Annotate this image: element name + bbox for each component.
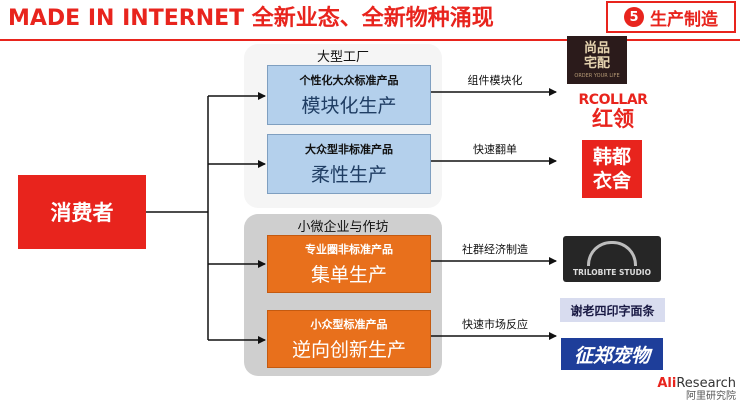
edge-label-aggregate: 社群经济制造 [462, 243, 528, 256]
node-aggregate-title: 集单生产 [310, 264, 387, 286]
consumer-node: 消费者 [18, 175, 146, 249]
logo1-tagline: ORDER YOUR LIFE [574, 73, 620, 79]
edge-label-flexible: 快速翻单 [473, 143, 517, 156]
trilobite-arc-icon [587, 241, 637, 266]
group-title-small-workshop: 小微企业与作坊 [297, 220, 389, 235]
logo-shangpin-zhaipei: 尚品宅配 ORDER YOUR LIFE [567, 36, 627, 84]
node-modular-production: 个性化大众标准产品 模块化生产 [267, 65, 431, 125]
edge-label-modular: 组件模块化 [467, 74, 523, 87]
logo2-chinese: 红领 [592, 107, 634, 131]
section-badge: 5 生产制造 [606, 1, 736, 33]
logo1-text: 尚品宅配 [583, 41, 610, 71]
node-flexible-subtitle: 大众型非标准产品 [305, 143, 393, 156]
logo-handu-yishe: 韩都衣舍 [582, 140, 642, 198]
logo4-text: TRILOBITE STUDIO [573, 268, 651, 277]
page-title: MADE IN INTERNET 全新业态、全新物种涌现 [8, 6, 494, 31]
badge-number-icon: 5 [624, 7, 644, 27]
node-flexible-production: 大众型非标准产品 柔性生产 [267, 134, 431, 194]
logo-redcollar: RCOLLAR 红领 [561, 90, 665, 132]
node-reverse-subtitle: 小众型标准产品 [310, 318, 388, 331]
node-modular-title: 模块化生产 [301, 95, 397, 117]
group-title-large-factory: 大型工厂 [316, 50, 369, 65]
node-aggregate-production: 专业圈非标准产品 集单生产 [267, 235, 431, 293]
node-reverse-innovation: 小众型标准产品 逆向创新生产 [267, 310, 431, 368]
aliresearch-brand-cn: 阿里研究院 [686, 390, 736, 402]
node-modular-subtitle: 个性化大众标准产品 [299, 74, 399, 87]
node-flexible-title: 柔性生产 [310, 164, 387, 186]
logo-trilobite-studio: TRILOBITE STUDIO [563, 236, 661, 282]
badge-label: 生产制造 [650, 9, 718, 30]
logo3-text: 韩都衣舍 [592, 146, 631, 192]
aliresearch-logo: AliResearch 阿里研究院 [622, 374, 736, 404]
logo-xielaosi-noodles: 谢老四印字面条 [560, 298, 665, 322]
logo-zhengzheng-pets: 征郑宠物 [561, 338, 663, 370]
node-aggregate-subtitle: 专业圈非标准产品 [305, 243, 393, 256]
title-divider [0, 39, 740, 41]
node-reverse-title: 逆向创新生产 [291, 339, 406, 361]
logo2-english: RCOLLAR [578, 92, 648, 108]
edge-label-reverse: 快速市场反应 [462, 318, 528, 331]
aliresearch-brand: AliResearch [657, 375, 736, 391]
